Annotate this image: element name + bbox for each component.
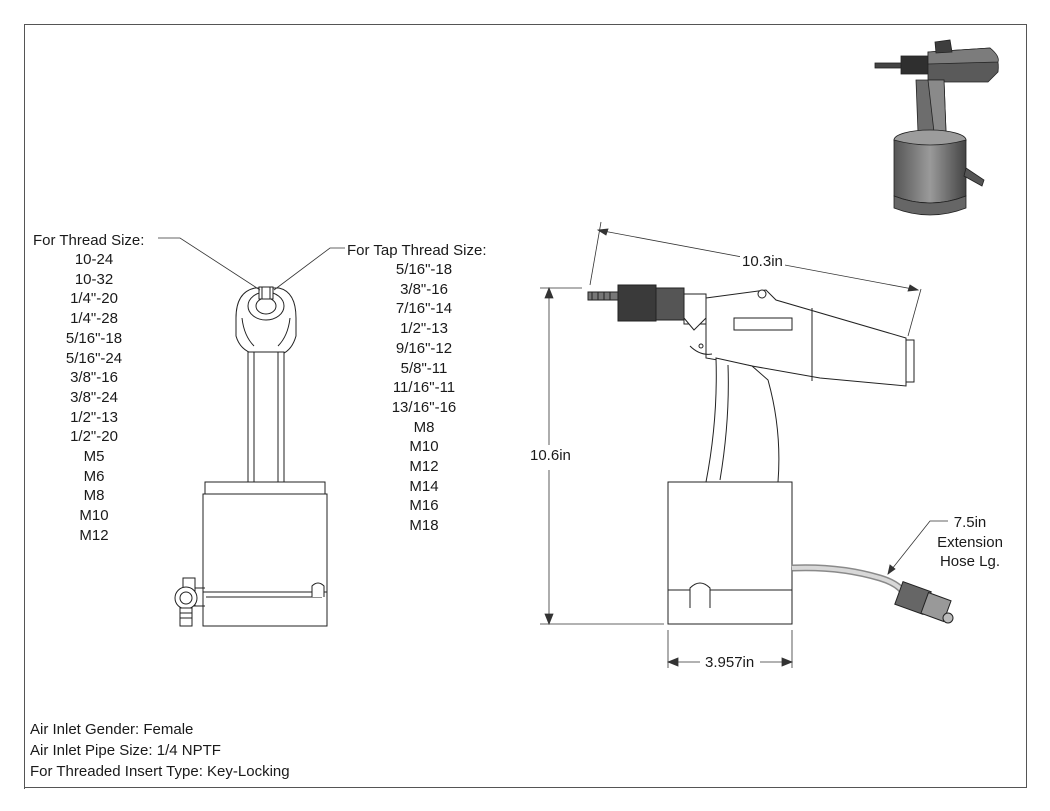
thread-size-item: 5/16"-24 [65,349,123,367]
thread-size-item: 10-24 [74,251,114,268]
thread-size-item: 5/16"-18 [65,329,123,347]
insert-type-note: For Threaded Insert Type: Key-Locking [30,763,290,780]
hose-length-word: Extension [937,533,1003,551]
hose-length-value: 7.5in [953,514,987,531]
tap-thread-size-item: M8 [413,418,435,436]
tap-thread-size-item: 13/16"-16 [391,398,457,416]
thread-size-item: M10 [79,507,109,525]
thread-size-title: For Thread Size: [33,232,145,249]
thread-size-item: 1/2"-13 [70,408,118,426]
tap-thread-size-item: M18 [409,517,439,535]
thread-leaders [158,237,345,291]
drawing-border-right [1026,24,1027,788]
spec-notes: Air Inlet Gender: Female Air Inlet Pipe … [30,719,290,782]
thread-size-item: 10-32 [74,270,114,288]
tap-thread-size-item: M14 [409,477,439,495]
thread-size-item: 1/2"-20 [70,428,118,446]
tap-thread-size-item: M16 [409,497,439,515]
thread-size-item: 1/4"-28 [70,310,118,328]
thread-size-item: 3/8"-24 [70,388,118,406]
tap-thread-size-item: 11/16"-11 [392,379,456,397]
thread-size-item: M8 [83,487,105,505]
thread-size-item: 1/4"-20 [70,290,118,308]
tap-thread-size-item: 1/2"-13 [400,320,448,338]
base-width-dimension-label: 3.957in [703,654,757,672]
tap-thread-size-item: 5/16"-18 [395,261,453,278]
drawing-border-bottom [24,787,1027,788]
tap-thread-size-list: 5/16"-18 3/8"-16 7/16"-14 1/2"-13 9/16"-… [382,260,466,536]
isometric-tool-render [874,39,999,216]
length-dimension-label: 10.3in [740,253,785,271]
tap-thread-size-item: M12 [409,458,439,476]
tap-thread-size-item: 7/16"-14 [395,300,453,318]
tap-thread-size-item: M10 [409,438,439,456]
side-view [587,284,954,625]
thread-size-item: M6 [83,467,105,485]
thread-size-item: M12 [79,526,109,544]
tap-thread-size-item: 3/8"-16 [400,280,448,298]
air-inlet-pipe-size-note: Air Inlet Pipe Size: 1/4 NPTF [30,742,221,759]
hose-length-note: 7.5in Extension Hose Lg. [930,513,1010,572]
air-inlet-gender-note: Air Inlet Gender: Female [30,721,194,738]
tap-thread-size-title: For Tap Thread Size: [347,242,487,259]
hose-length-suffix: Hose Lg. [939,553,1001,570]
front-view [174,286,328,627]
tap-thread-size-item: 9/16"-12 [395,339,453,357]
thread-size-item: 3/8"-16 [70,369,118,387]
drawing-border [24,24,1027,789]
thread-size-list: 10-24 10-32 1/4"-20 1/4"-28 5/16"-18 5/1… [52,250,136,546]
tap-thread-size-item: 5/8"-11 [400,359,448,377]
thread-size-item: M5 [83,448,105,466]
height-dimension-label: 10.6in [528,447,573,465]
